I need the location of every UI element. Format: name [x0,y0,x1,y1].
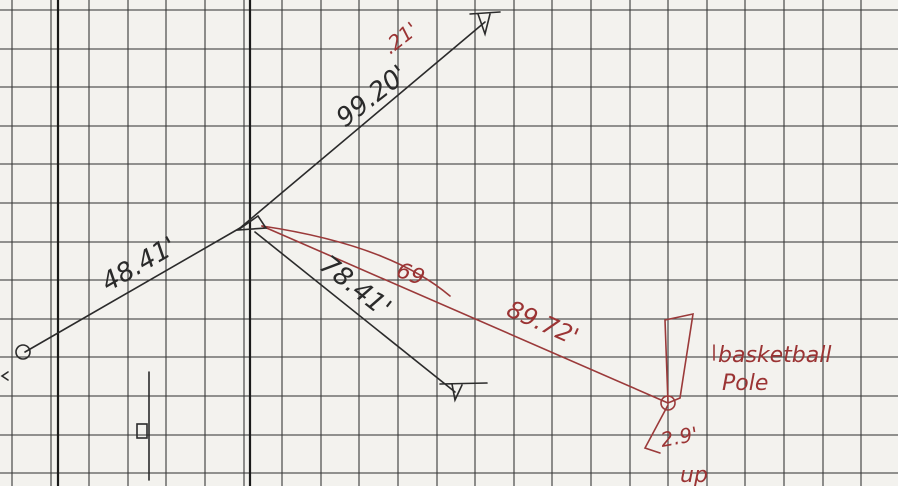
small-square-mark [136,423,148,439]
line-lower-segment [254,231,456,393]
red-curve-segment [261,225,451,297]
pole-offset-mark [643,404,669,454]
pole-point-circle [660,395,676,411]
left-arrow-mark [0,371,9,381]
line-upper-right-segment [239,21,486,229]
label-pole-bottom: up [680,463,708,486]
red-line-to-pole [261,225,669,404]
station-marker-bottom [439,382,488,403]
label-pole-word1: basketball [718,343,831,368]
station-marker-top [469,11,501,37]
station-triangle-center [235,214,268,232]
line-left-segment [24,227,241,353]
pole-shape [664,312,694,405]
point-circle-left [15,344,31,360]
label-pole-word2: Pole [722,371,768,396]
